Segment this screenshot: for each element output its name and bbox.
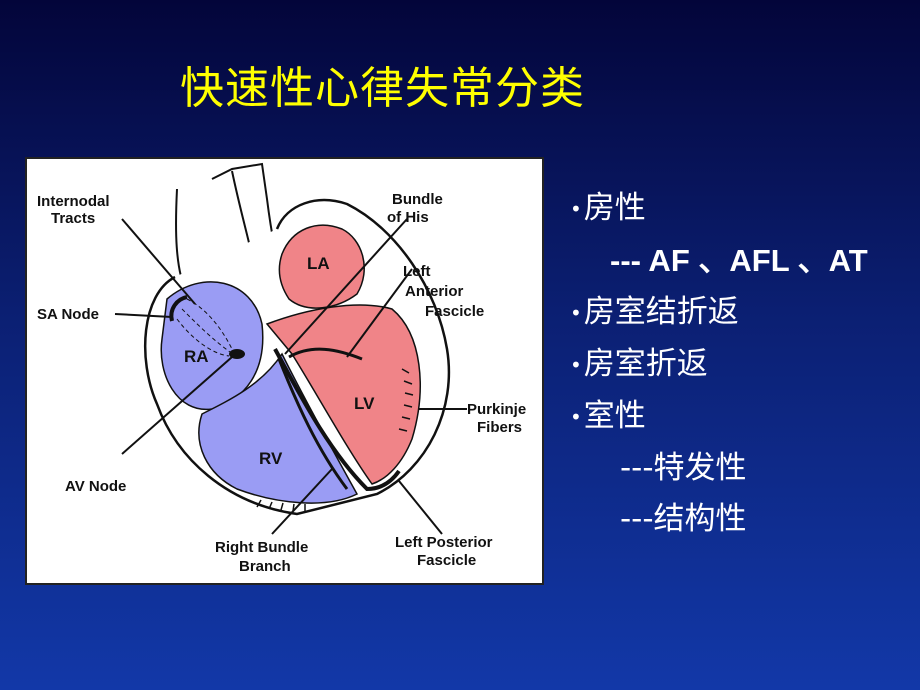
list-item: •室性 <box>570 398 646 434</box>
chamber-ra: RA <box>184 347 209 366</box>
pointer-lines <box>114 218 467 535</box>
label-av-node: AV Node <box>65 478 126 495</box>
label-purkinje-2: Fibers <box>477 419 522 436</box>
right-atrium <box>160 281 264 411</box>
right-ventricle <box>198 352 359 504</box>
av-node-mark <box>229 349 245 359</box>
right-bundle-line <box>277 358 349 490</box>
label-purkinje-1: Purkinje <box>467 401 526 418</box>
label-left-posterior-2: Fascicle <box>417 552 476 569</box>
label-left-anterior-3: Fascicle <box>425 303 484 320</box>
label-internodal-2: Tracts <box>51 210 95 227</box>
septum-conduction <box>273 348 401 492</box>
chamber-la: LA <box>307 254 330 273</box>
label-right-bundle-1: Right Bundle <box>215 539 308 556</box>
list-item: --- AF 、AFL 、AT <box>610 243 868 278</box>
list-item: ---结构性 <box>620 501 747 537</box>
left-atrium <box>278 224 365 309</box>
label-left-anterior-2: Anterior <box>405 283 464 300</box>
chamber-lv: LV <box>354 394 375 413</box>
sa-node-mark <box>169 295 188 322</box>
arrhythmia-list: •房性 --- AF 、AFL 、AT •房室结折返 •房室折返 •室性 ---… <box>570 183 910 545</box>
internodal-tract-3 <box>176 318 230 357</box>
label-internodal-1: Internodal <box>37 193 110 210</box>
slide-title: 快速性心律失常分类 <box>180 63 585 114</box>
label-bundle-his-1: Bundle <box>392 191 443 208</box>
label-left-anterior-1: Left <box>403 263 431 280</box>
list-item: •房室结折返 <box>570 294 739 330</box>
list-item: •房室折返 <box>570 346 708 382</box>
list-item: ---特发性 <box>620 450 747 486</box>
internodal-tract-2 <box>181 308 231 353</box>
chamber-rv: RV <box>259 449 283 468</box>
label-bundle-his-2: of His <box>387 209 429 226</box>
label-right-bundle-2: Branch <box>239 558 291 575</box>
list-item: •房性 <box>570 190 646 226</box>
label-sa-node: SA Node <box>37 306 99 323</box>
heart-conduction-diagram: Internodal Tracts SA Node AV Node Right … <box>25 157 544 585</box>
label-left-posterior-1: Left Posterior <box>395 534 493 551</box>
left-anterior-fascicle-line <box>288 347 363 361</box>
